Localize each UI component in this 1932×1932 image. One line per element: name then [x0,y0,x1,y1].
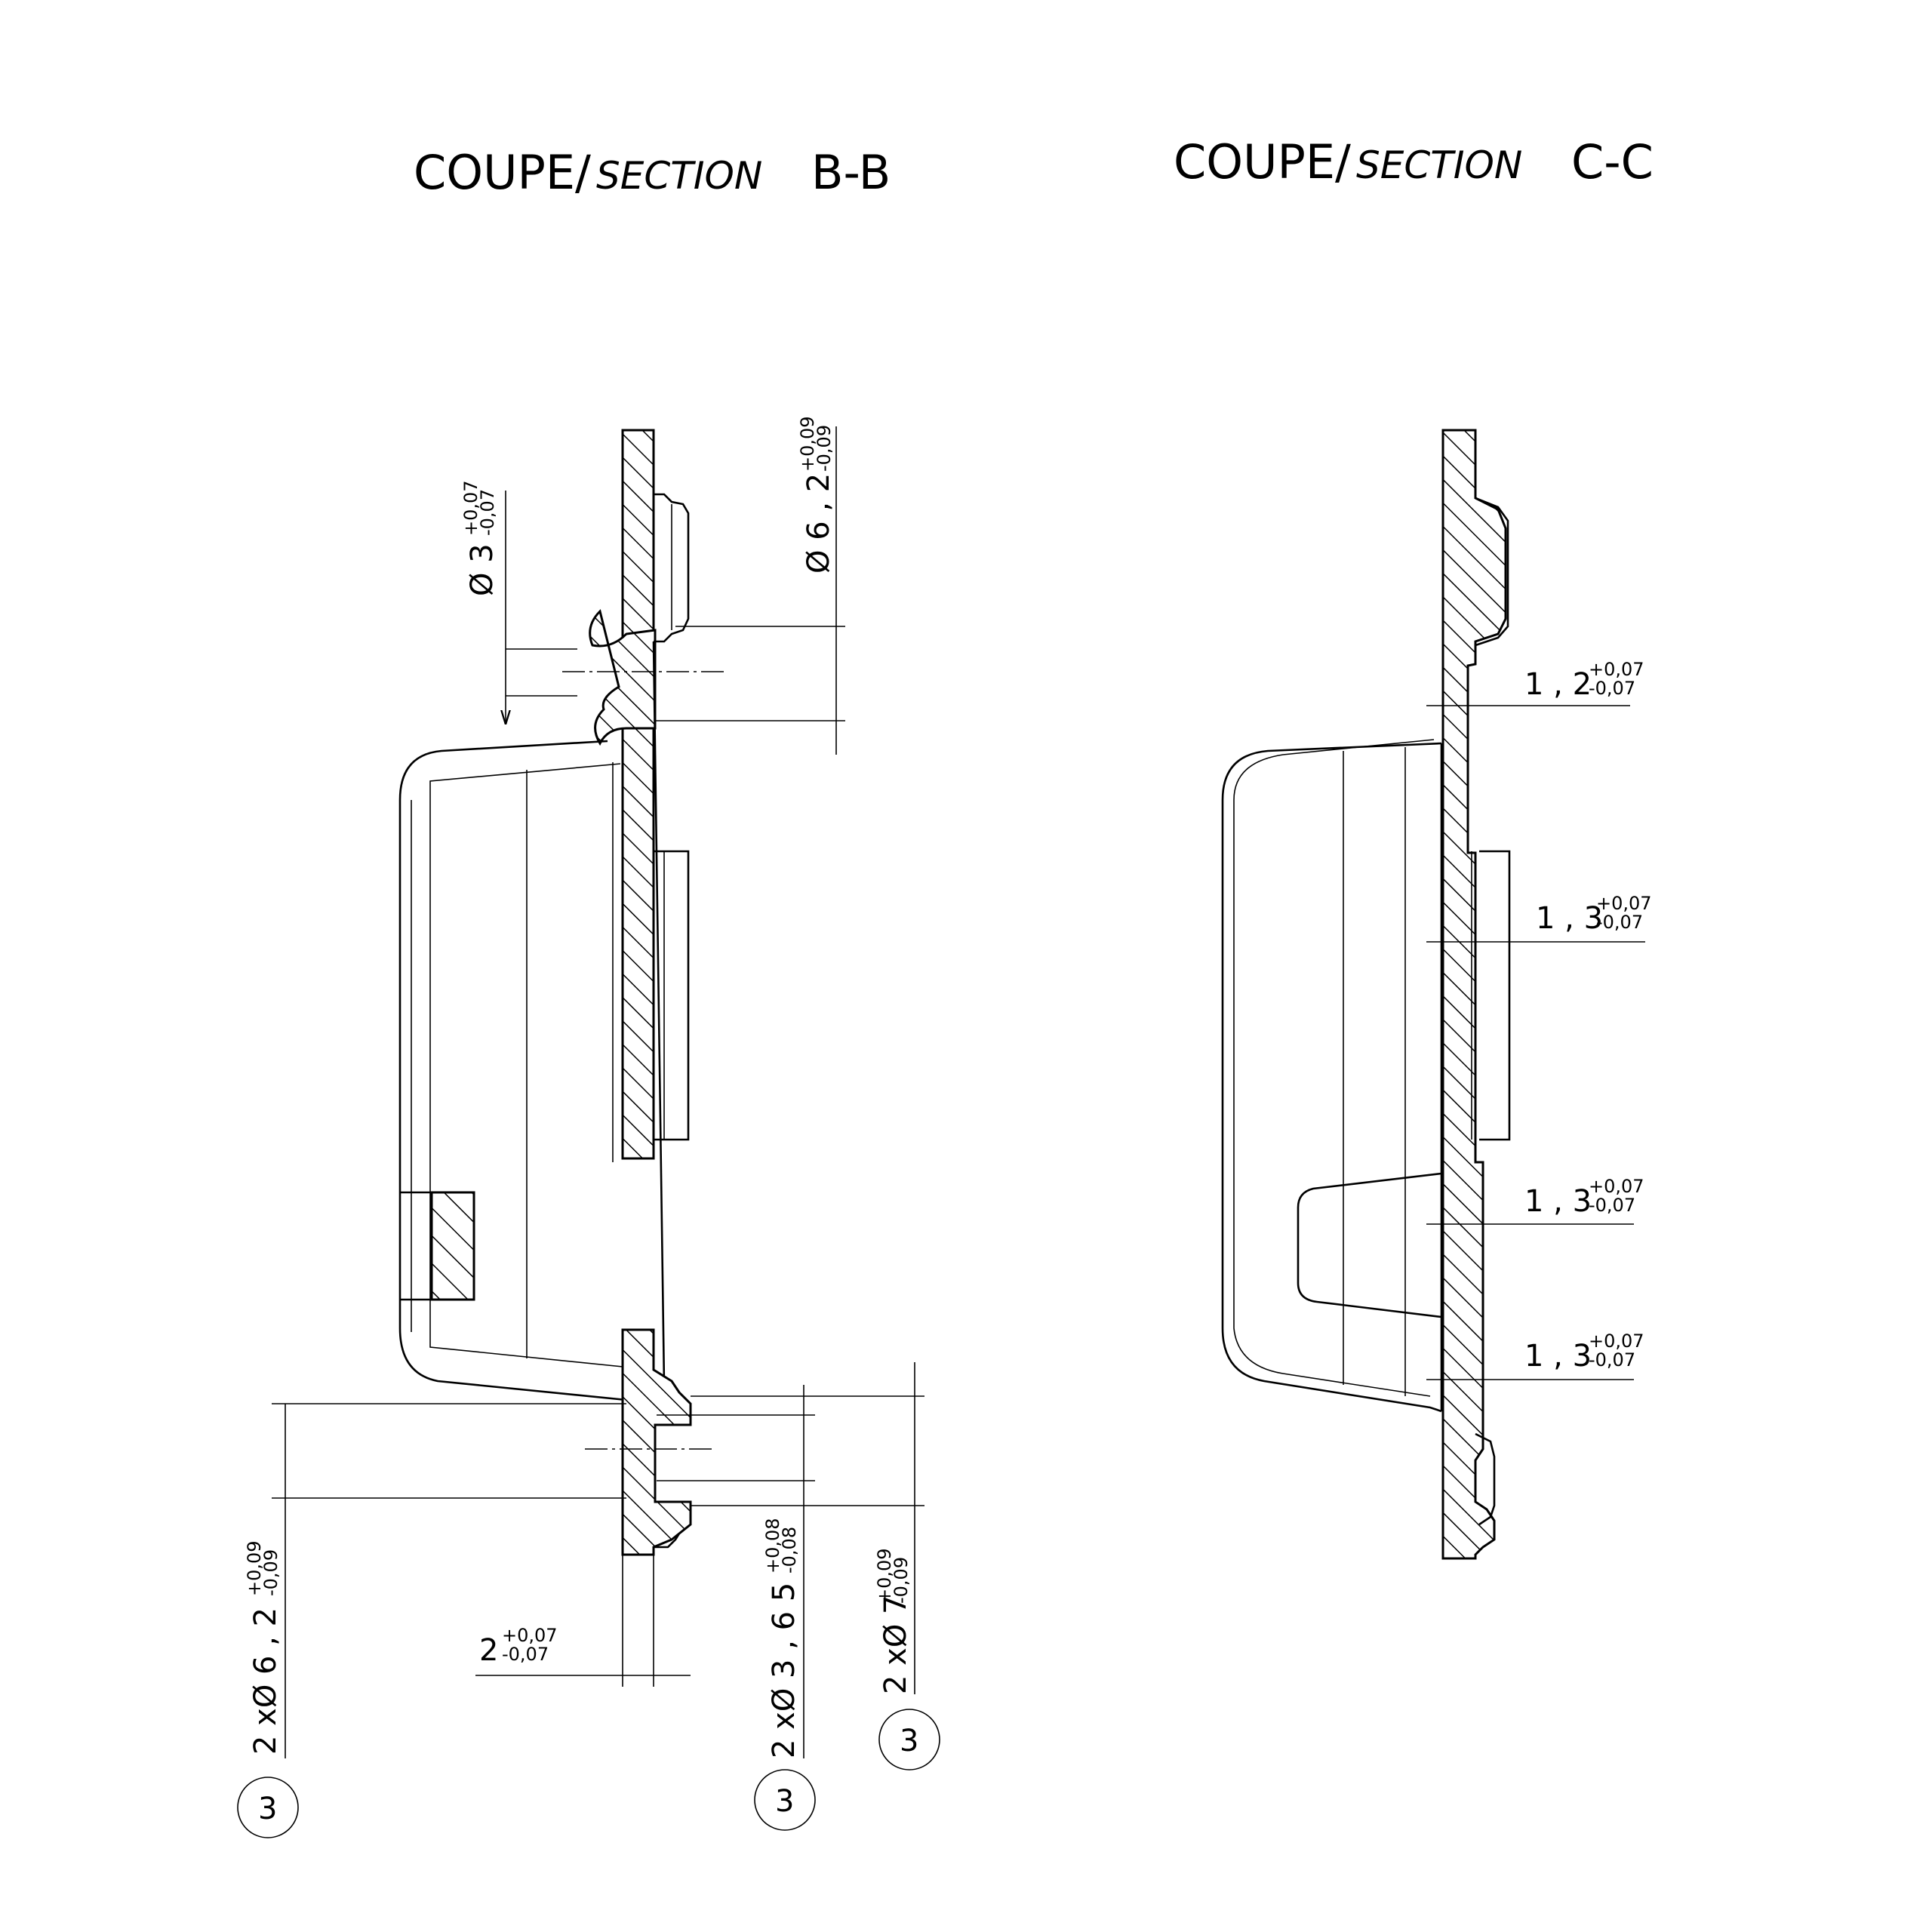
svg-text:3: 3 [775,1784,794,1819]
callout-bubble: 3 [237,1777,299,1838]
bb-small-block [430,1191,475,1301]
svg-text:-0,08: -0,08 [779,1527,800,1574]
bb-mid-pad [654,850,690,1141]
svg-text:-0,07: -0,07 [1589,678,1635,699]
svg-text:-0,07: -0,07 [477,489,498,536]
svg-text:1 , 2: 1 , 2 [1524,667,1592,702]
svg-text:+0,07: +0,07 [1589,1331,1644,1352]
section-bb-prefix: COUPE/ [414,145,591,200]
section-title-cc: COUPE/ SECTION C-C [1174,134,1654,189]
cc-lower-boss [1475,1432,1496,1526]
dim-bb-d6: 2 xØ 7 +0,09 -0,09 [874,1548,913,1694]
svg-text:+0,09: +0,09 [244,1540,265,1596]
svg-text:-0,07: -0,07 [1596,912,1643,933]
section-title-bb: COUPE/ SECTION B-B [414,145,891,200]
bb-rear-edge [652,641,666,1386]
svg-text:+0,08: +0,08 [762,1518,783,1574]
cc-tray-inner [1233,739,1435,1397]
dim-bb-d4: 2 +0,07 -0,07 [479,1625,558,1668]
bb-upper-boss-hatch [589,609,657,746]
bb-small-block-edges [400,1191,432,1301]
svg-text:1 , 3: 1 , 3 [1536,901,1603,936]
bb-tray-outer [398,740,627,1401]
bb-dimensions: Ø 3 +0,07 -0,07 Ø 6 , 2 +0,09 -0,09 2 xØ… [237,416,940,1838]
svg-text:-0,09: -0,09 [814,425,835,472]
cc-upper-bump [1475,497,1509,647]
dim-bb-d2: Ø 6 , 2 +0,09 -0,09 [797,416,836,574]
bb-lower-boss-hatch [621,1328,692,1556]
svg-text:1 , 3: 1 , 3 [1524,1339,1592,1374]
section-cc-italic: SECTION [1356,143,1522,187]
svg-text:+0,07: +0,07 [1596,893,1652,914]
svg-text:+0,09: +0,09 [874,1548,895,1604]
dim-cc-d2: 1 , 3 +0,07 -0,07 [1536,893,1652,936]
section-cc-prefix: COUPE/ [1174,134,1351,189]
dim-cc-d1: 1 , 2 +0,07 -0,07 [1524,659,1644,702]
svg-text:Ø 3: Ø 3 [465,543,500,596]
dim-bb-d5: 2 xØ 3 , 6 5 +0,08 -0,08 [762,1518,801,1758]
svg-text:-0,07: -0,07 [1589,1349,1635,1371]
section-bb-part [398,429,728,1556]
section-cc-name: C-C [1571,134,1654,189]
bb-wall-hatch [621,429,655,1160]
cc-wall-hatch [1441,429,1507,1560]
svg-text:2: 2 [479,1633,498,1668]
dim-bb-d3: 2 xØ 6 , 2 +0,09 -0,09 [244,1540,283,1755]
cc-mid-pad [1479,850,1511,1141]
dim-cc-d4: 1 , 3 +0,07 -0,07 [1524,1331,1644,1374]
bb-lower-boss-outline [654,1533,681,1549]
svg-text:+0,07: +0,07 [502,1625,558,1646]
svg-text:+0,07: +0,07 [1589,1176,1644,1197]
section-bb-italic: SECTION [596,154,762,198]
section-bb-name: B-B [811,145,891,200]
cc-tray-outer [1221,742,1442,1413]
svg-text:+0,09: +0,09 [797,416,818,472]
cc-rib [1297,1172,1442,1318]
svg-text:+0,07: +0,07 [460,480,481,536]
svg-text:2 xØ 3 , 6 5: 2 xØ 3 , 6 5 [767,1583,801,1758]
svg-text:3: 3 [900,1724,918,1758]
svg-text:+0,07: +0,07 [1589,659,1644,680]
svg-text:Ø 6 , 2: Ø 6 , 2 [801,473,836,574]
svg-text:-0,09: -0,09 [891,1557,912,1604]
svg-text:-0,07: -0,07 [1589,1195,1635,1216]
svg-text:-0,07: -0,07 [502,1644,549,1665]
cc-dimensions: 1 , 2 +0,07 -0,07 1 , 3 +0,07 -0,07 1 , … [1426,659,1652,1380]
dim-bb-d1: Ø 3 +0,07 -0,07 [460,480,500,596]
bb-upper-boss-right [654,493,690,643]
svg-text:2 xØ 7: 2 xØ 7 [878,1595,913,1694]
svg-text:3: 3 [258,1792,277,1826]
svg-text:-0,09: -0,09 [260,1549,281,1596]
callout-bubble: 3 [754,1769,816,1831]
bb-tray-inner [429,763,631,1368]
callout-bubble: 3 [878,1709,940,1770]
svg-text:1 , 3: 1 , 3 [1524,1184,1592,1219]
dim-cc-d3: 1 , 3 +0,07 -0,07 [1524,1176,1644,1219]
svg-text:2 xØ 6 , 2: 2 xØ 6 , 2 [248,1607,283,1755]
section-cc-part [1221,429,1511,1560]
